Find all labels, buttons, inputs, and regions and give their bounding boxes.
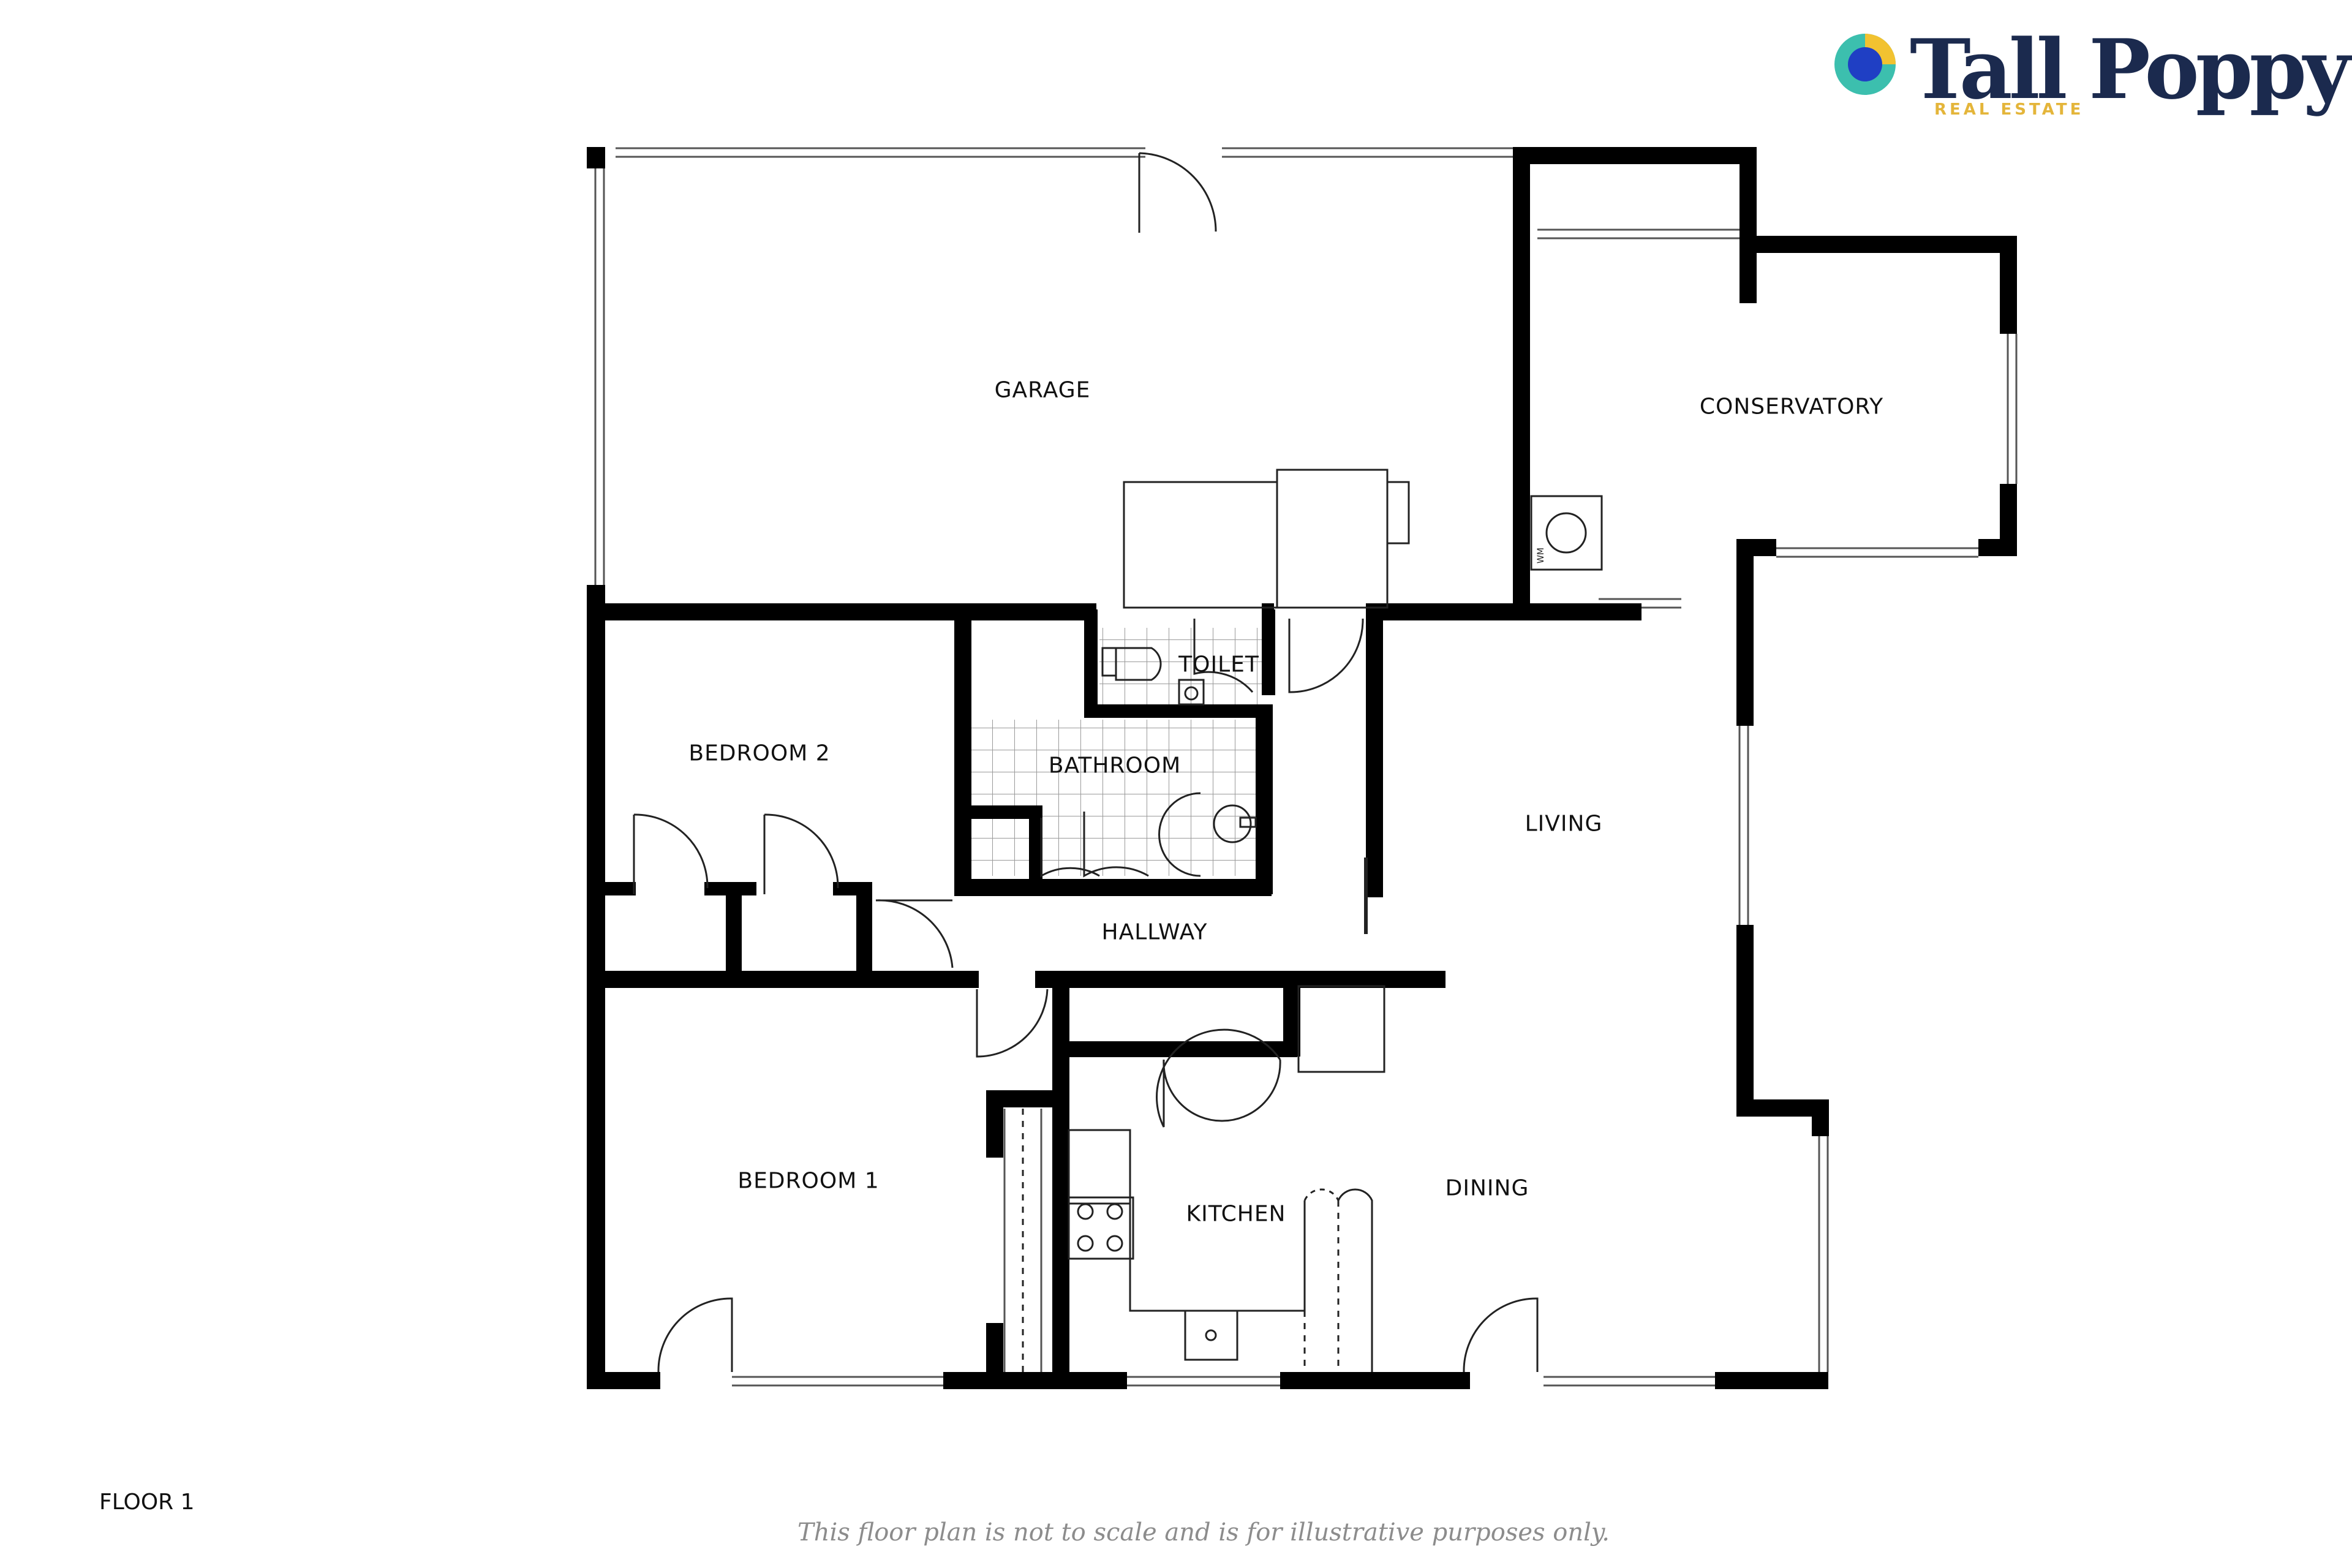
room-label-garage: GARAGE <box>994 377 1091 403</box>
room-label-bathroom: BATHROOM <box>1048 753 1182 778</box>
room-label-bedroom-1: BEDROOM 1 <box>737 1168 880 1194</box>
room-label-toilet: TOILET <box>1178 652 1259 677</box>
walls <box>587 147 2017 1389</box>
brand-name: Tall Poppy <box>1910 21 2351 118</box>
brand-logo: Tall Poppy REAL ESTATE <box>1831 21 2351 129</box>
bathroom-tiles <box>971 628 1265 876</box>
disclaimer-text: This floor plan is not to scale and is f… <box>797 1518 1610 1547</box>
room-label-bedroom-2: BEDROOM 2 <box>688 741 831 766</box>
washing-machine-label: WM <box>1536 548 1546 564</box>
doors <box>633 152 1539 1373</box>
brand-tagline: REAL ESTATE <box>1934 100 2084 119</box>
room-label-hallway: HALLWAY <box>1101 919 1208 945</box>
poppy-logo-icon <box>1834 34 1896 95</box>
room-label-dining: DINING <box>1445 1175 1529 1201</box>
room-label-conservatory: CONSERVATORY <box>1699 394 1884 420</box>
floor-label: FLOOR 1 <box>99 1490 195 1515</box>
room-label-living: LIVING <box>1525 811 1603 837</box>
room-label-kitchen: KITCHEN <box>1186 1201 1286 1227</box>
fixtures <box>1003 469 1603 1372</box>
